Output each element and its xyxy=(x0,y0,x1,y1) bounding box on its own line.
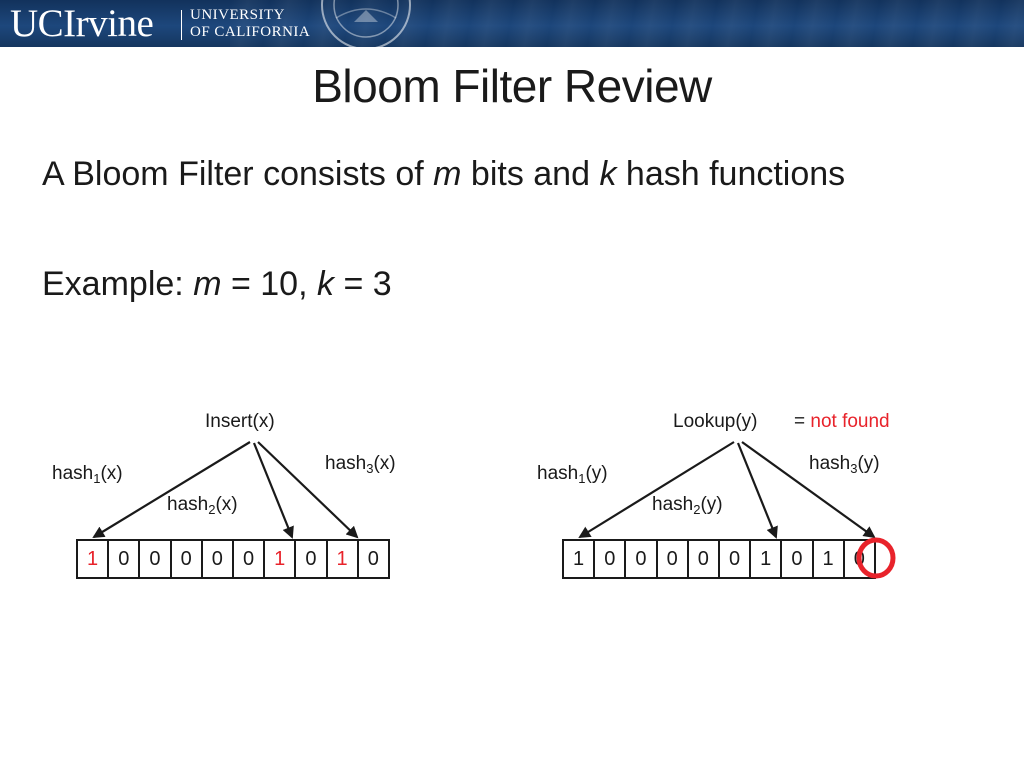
lookup-bit-8: 1 xyxy=(814,541,845,577)
university-line-2: OF CALIFORNIA xyxy=(190,24,311,40)
banner-texture xyxy=(230,0,1024,47)
lookup-bit-4: 0 xyxy=(689,541,720,577)
definition-line: A Bloom Filter consists of m bits and k … xyxy=(42,154,845,194)
definition-pre: A Bloom Filter consists of xyxy=(42,155,424,193)
university-seal-icon xyxy=(321,0,411,47)
insert-bit-3: 0 xyxy=(172,541,203,577)
lookup-arrows xyxy=(578,441,876,539)
uci-logo-text: UCIrvine xyxy=(10,2,154,45)
definition-k: k xyxy=(599,155,617,193)
insert-hash3-label: hash3(x) xyxy=(325,453,396,476)
slide-title: Bloom Filter Review xyxy=(312,60,712,112)
lookup-bit-3: 0 xyxy=(658,541,689,577)
lookup-bit-6: 1 xyxy=(751,541,783,577)
lookup-result-text: not found xyxy=(810,411,890,432)
lookup-bit-2: 0 xyxy=(626,541,658,577)
insert-bit-0: 1 xyxy=(78,541,110,577)
insert-root-label: Insert(x) xyxy=(205,411,275,432)
insert-bit-6: 1 xyxy=(265,541,297,577)
insert-arrow-hash1 xyxy=(92,441,251,539)
insert-bit-8: 1 xyxy=(328,541,359,577)
insert-arrow-hash2 xyxy=(252,442,294,539)
example-mid: = 10, xyxy=(230,265,308,303)
miss-circle-icon xyxy=(856,537,896,579)
lookup-hash2-label: hash2(y) xyxy=(652,494,723,517)
lookup-result: = not found xyxy=(794,411,890,432)
insert-bit-9: 0 xyxy=(359,541,390,577)
example-pre: Example: xyxy=(42,265,184,303)
insert-bit-4: 0 xyxy=(203,541,234,577)
lookup-hash1-label: hash1(y) xyxy=(537,463,608,486)
header-banner: UCIrvine UNIVERSITY OF CALIFORNIA xyxy=(0,0,1024,47)
definition-mid: bits and xyxy=(470,155,591,193)
insert-hash2-label: hash2(x) xyxy=(167,494,238,517)
university-name: UNIVERSITY OF CALIFORNIA xyxy=(190,7,310,41)
insert-bit-2: 0 xyxy=(140,541,172,577)
lookup-bit-0: 1 xyxy=(564,541,596,577)
lookup-root-label: Lookup(y) xyxy=(673,411,758,432)
university-line-1: UNIVERSITY xyxy=(190,7,285,23)
insert-bit-5: 0 xyxy=(234,541,266,577)
lookup-bit-5: 0 xyxy=(720,541,752,577)
lookup-hash3-label: hash3(y) xyxy=(809,453,880,476)
logo-divider xyxy=(181,10,182,40)
insert-arrow-hash3 xyxy=(257,441,359,539)
definition-m: m xyxy=(433,155,462,193)
example-line: Example: m = 10, k = 3 xyxy=(42,264,392,304)
lookup-bit-7: 0 xyxy=(782,541,814,577)
insert-hash1-label: hash1(x) xyxy=(52,463,123,486)
example-k: k xyxy=(317,265,334,303)
insert-bit-7: 0 xyxy=(296,541,328,577)
example-m: m xyxy=(193,265,222,303)
definition-post: hash functions xyxy=(625,155,846,193)
lookup-bit-1: 0 xyxy=(595,541,627,577)
insert-bit-1: 0 xyxy=(109,541,141,577)
insert-arrows xyxy=(92,441,359,539)
example-post: = 3 xyxy=(343,265,392,303)
lookup-arrow-hash3 xyxy=(741,441,876,539)
lookup-arrow-hash1 xyxy=(578,441,735,539)
lookup-arrow-hash2 xyxy=(736,442,778,539)
